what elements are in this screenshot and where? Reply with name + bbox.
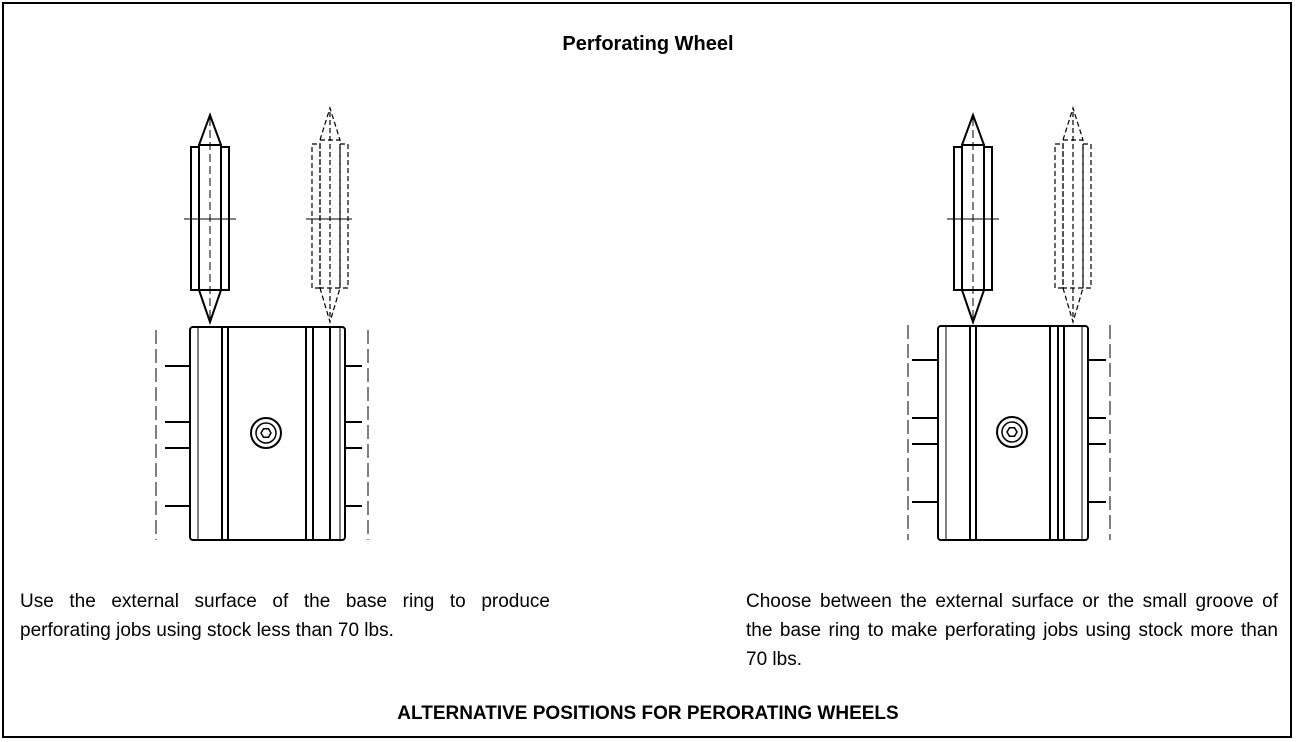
right-shaft-lines xyxy=(907,325,1111,540)
diagram-footer: ALTERNATIVE POSITIONS FOR PERORATING WHE… xyxy=(397,703,899,724)
left-wheel-solid xyxy=(184,112,236,326)
right-base-ring xyxy=(937,325,1089,541)
left-side-tabs xyxy=(165,365,362,507)
left-base-ring xyxy=(189,326,346,541)
left-shaft-lines xyxy=(155,330,369,540)
right-wheel-solid xyxy=(947,112,999,326)
left-caption: Use the external surface of the base rin… xyxy=(20,591,550,641)
right-caption: Choose between the external surface or t… xyxy=(746,591,1278,670)
left-wheel-alternate xyxy=(311,105,349,325)
right-side-tabs xyxy=(912,359,1106,503)
right-wheel-alternate xyxy=(1054,105,1092,325)
diagram-title: Perforating Wheel xyxy=(562,33,734,55)
